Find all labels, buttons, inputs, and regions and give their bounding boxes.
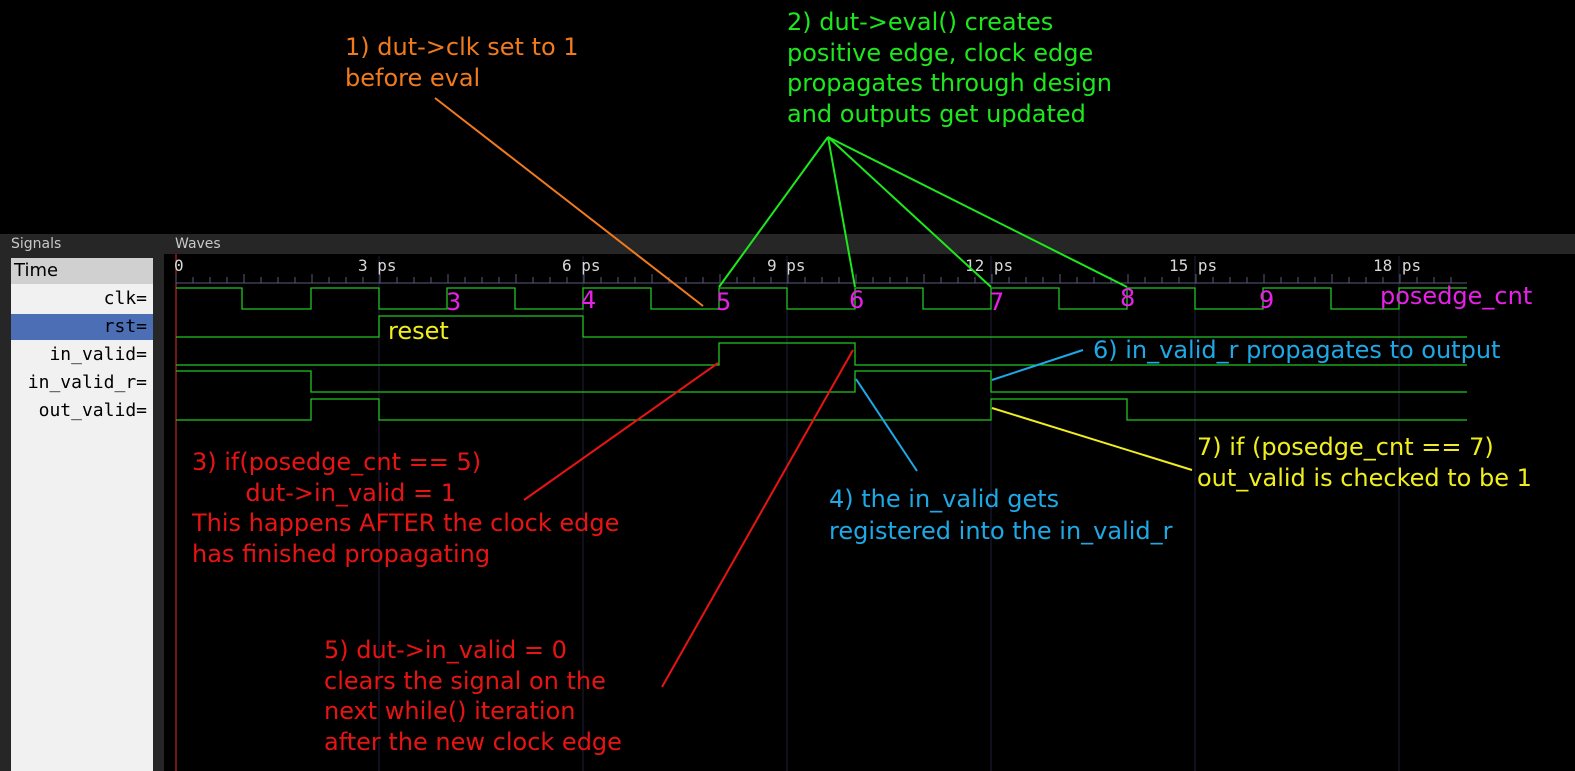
signal-row-in-valid[interactable]: in_valid= [49, 344, 147, 365]
arrow-3 [523, 362, 719, 501]
annotation-3: 3) if(posedge_cnt == 5) dut->in_valid = … [192, 448, 620, 568]
arrow-2a [718, 136, 829, 288]
arrow-6 [991, 349, 1084, 381]
annotation-arrows [434, 97, 1193, 688]
arrow-5 [661, 349, 854, 688]
time-ruler [175, 274, 1467, 284]
posedge-count-7: 7 [989, 288, 1005, 316]
waves-pane-header [164, 234, 1575, 254]
tick-label-18: 18 ps [1373, 256, 1421, 275]
arrow-2b [827, 136, 856, 288]
annotation-7: 7) if (posedge_cnt == 7) out_valid is ch… [1197, 433, 1532, 492]
posedge-count-3: 3 [446, 288, 462, 316]
arrow-2d [827, 136, 1128, 288]
tick-label-15: 15 ps [1169, 256, 1217, 275]
signals-pane-header [0, 234, 164, 254]
annotation-5: 5) dut->in_valid = 0 clears the signal o… [324, 636, 622, 756]
signals-pane-title: Signals [11, 236, 62, 252]
out-valid-wave [176, 398, 1467, 421]
annotation-4: 4) the in_valid gets registered into the… [829, 485, 1173, 545]
arrow-1 [434, 97, 704, 307]
annotation-6: 6) in_valid_r propagates to output [1093, 336, 1501, 364]
tick-label-6: 6 ps [562, 256, 601, 275]
posedge-count-5: 5 [716, 288, 732, 316]
annotation-1: 1) dut->clk set to 1 before eval [345, 33, 579, 92]
tick-label-0: 0 [174, 256, 184, 275]
posedge-count-8: 8 [1120, 284, 1136, 312]
in-valid-r-wave [176, 370, 1467, 393]
in-valid-wave [176, 342, 1467, 366]
rst-wave [176, 315, 1467, 338]
arrow-4 [855, 378, 918, 472]
tick-label-9: 9 ps [767, 256, 806, 275]
clk-wave [176, 287, 1467, 310]
waves-area[interactable] [175, 254, 1570, 771]
signal-row-in-valid-r[interactable]: in_valid_r= [27, 372, 147, 393]
posedge-count-9: 9 [1259, 286, 1275, 314]
posedge-cnt-label: posedge_cnt [1380, 282, 1533, 310]
waves-pane-title: Waves [175, 236, 221, 252]
tick-label-3: 3 ps [358, 256, 397, 275]
signals-list[interactable]: Time clk= rst= in_valid= in_valid_r= out… [11, 258, 153, 771]
signal-row-out-valid[interactable]: out_valid= [38, 400, 147, 421]
waveforms [176, 287, 1467, 421]
reset-label: reset [388, 317, 449, 345]
posedge-count-4: 4 [581, 286, 597, 314]
time-row[interactable]: Time [11, 258, 153, 284]
annotation-2: 2) dut->eval() creates positive edge, cl… [787, 8, 1112, 128]
arrow-7 [991, 407, 1193, 471]
time-tick-labels: 0 3 ps 6 ps 9 ps 12 ps 15 ps 18 ps [174, 256, 1421, 275]
tick-label-12: 12 ps [965, 256, 1013, 275]
signal-row-clk[interactable]: clk= [103, 288, 147, 309]
signal-row-rst[interactable]: rst= [11, 314, 153, 340]
posedge-count-6: 6 [849, 286, 865, 314]
arrow-2c [827, 136, 992, 288]
time-grid [378, 256, 1400, 771]
